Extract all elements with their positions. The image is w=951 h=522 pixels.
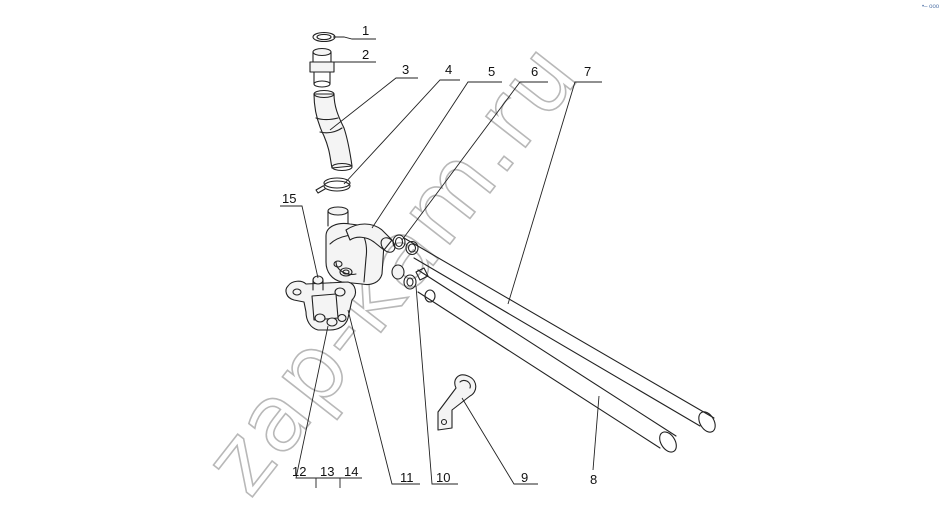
- part-3-hose: [313, 89, 353, 172]
- callout-1: 1: [362, 23, 369, 38]
- watermark-text: zap-kam.ru: [183, 23, 599, 514]
- callout-3: 3: [402, 62, 409, 77]
- part-2-fitting: [309, 47, 335, 88]
- callout-9: 9: [521, 470, 528, 485]
- callout-10: 10: [436, 470, 450, 485]
- fasteners: [312, 275, 347, 327]
- part-6-ring: [392, 234, 419, 256]
- callout-14: 14: [344, 464, 358, 479]
- callout-labels: 1 2 3 4 5 6 7 8 9 10 11 12 13 14 15: [282, 23, 597, 487]
- part-7-pipe: [403, 237, 716, 433]
- callout-5: 5: [488, 64, 495, 79]
- callout-13: 13: [320, 464, 334, 479]
- callout-2: 2: [362, 47, 369, 62]
- leader-lines: [280, 36, 602, 488]
- part-9-clip: [437, 374, 477, 431]
- part-4-clamp: [315, 177, 351, 194]
- part-8-pipe: [417, 269, 677, 453]
- corner-mark: •– ooo: [922, 4, 940, 10]
- part-1-seal-ring: [312, 31, 336, 43]
- callout-7: 7: [584, 64, 591, 79]
- callout-6: 6: [531, 64, 538, 79]
- lower-outlet-fittings: [391, 264, 436, 303]
- callout-4: 4: [445, 62, 452, 77]
- callout-15: 15: [282, 191, 296, 206]
- callout-11: 11: [400, 470, 414, 485]
- callout-12: 12: [292, 464, 306, 479]
- callout-8: 8: [590, 472, 597, 487]
